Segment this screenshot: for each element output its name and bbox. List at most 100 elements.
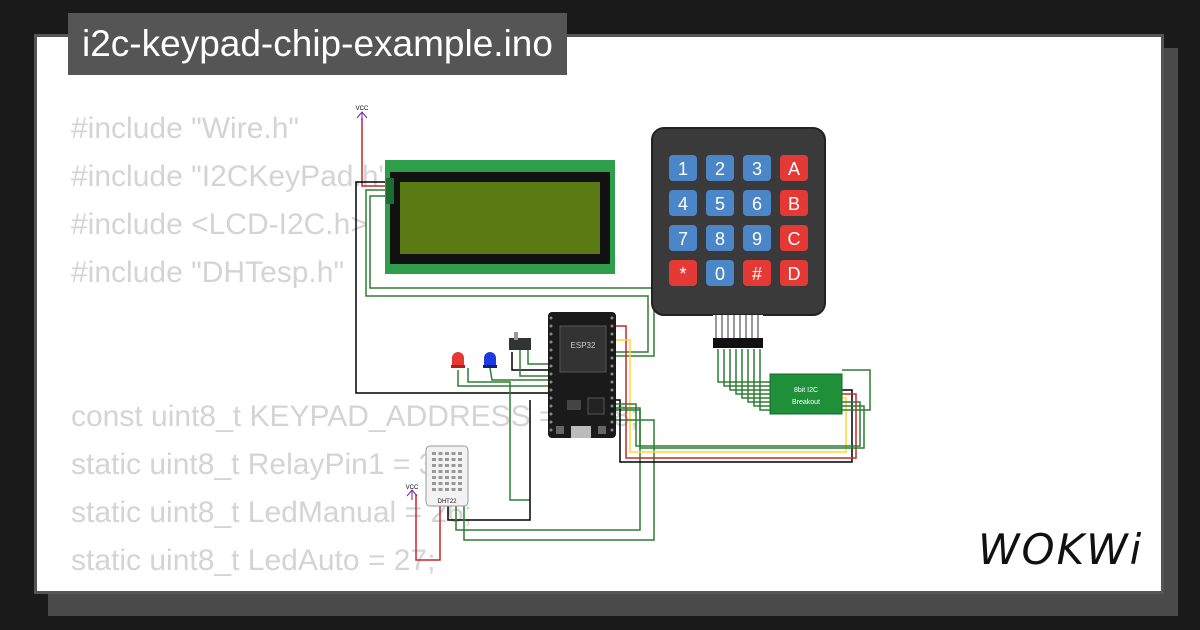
esp32-pin: [610, 420, 614, 424]
wires: [355, 118, 871, 561]
boot-button[interactable]: [556, 426, 564, 434]
keypad-key-1[interactable]: 1: [669, 155, 697, 181]
breakout-label-1: 8bit I2C: [794, 387, 818, 394]
esp32-pin: [610, 412, 614, 416]
code-line: #include <LCD-I2C.h>: [71, 208, 368, 241]
code-line: #include "I2CKeyPad.h": [71, 160, 390, 193]
keypad-key-4[interactable]: 4: [669, 190, 697, 216]
slide-switch[interactable]: [509, 332, 531, 350]
esp32-pin: [549, 316, 553, 320]
lcd-i2c-pins: [386, 178, 394, 204]
dht-vent: [445, 482, 449, 485]
breakout-label-2: Breakout: [792, 399, 820, 406]
dht-vent: [451, 488, 456, 491]
dht-vent: [445, 458, 449, 461]
dht-vent: [451, 458, 456, 461]
blue-led[interactable]: [483, 352, 497, 368]
esp32-pin: [549, 324, 553, 328]
code-line: static uint8_t LedManual = 26;: [71, 496, 473, 529]
dht-vent: [432, 482, 436, 485]
dht-vent: [445, 464, 449, 467]
keypad-key-9[interactable]: 9: [743, 225, 771, 251]
code-line: #include "DHTesp.h": [71, 256, 345, 289]
keypad-key-2[interactable]: 2: [706, 155, 734, 181]
keypad-key-3[interactable]: 3: [743, 155, 771, 181]
esp32-pin: [549, 396, 553, 400]
dht-label: DHT22: [437, 499, 457, 505]
red-led[interactable]: [451, 352, 465, 368]
esp32-pin: [549, 364, 553, 368]
esp32-pin: [610, 332, 614, 336]
keypad-key-A[interactable]: A: [780, 155, 808, 181]
key-label: 6: [752, 194, 762, 214]
keypad-key-B[interactable]: B: [780, 190, 808, 216]
key-label: 0: [715, 264, 725, 284]
dht-vent: [432, 464, 436, 467]
dht-vent: [438, 452, 443, 455]
dht-vent: [458, 476, 462, 479]
key-label: 3: [752, 159, 762, 179]
esp32-label: ESP32: [571, 341, 596, 350]
key-label: A: [788, 159, 800, 179]
key-label: 4: [678, 194, 688, 214]
dht-vent: [445, 470, 449, 473]
esp32-pin: [549, 372, 553, 376]
keypad-key-7[interactable]: 7: [669, 225, 697, 251]
vcc-label: VCC: [406, 485, 419, 491]
esp32-pin: [610, 380, 614, 384]
dht-vent: [451, 476, 456, 479]
dht-vent: [445, 476, 449, 479]
dht-vent: [458, 464, 462, 467]
dht-vent: [432, 488, 436, 491]
esp32-pin: [549, 380, 553, 384]
dht-vent: [438, 476, 443, 479]
esp32-board[interactable]: ESP32: [548, 312, 616, 438]
dht-vent: [451, 470, 456, 473]
esp32-pin: [549, 420, 553, 424]
esp32-pin: [610, 388, 614, 392]
reset-button[interactable]: [598, 426, 606, 434]
dht-vent: [432, 470, 436, 473]
vcc-label: VCC: [356, 106, 369, 112]
key-label: *: [679, 264, 686, 284]
code-line: #include "Wire.h": [71, 112, 300, 145]
key-label: 9: [752, 229, 762, 249]
sketch-title: i2c-keypad-chip-example.ino: [68, 13, 567, 75]
dht-vent: [438, 470, 443, 473]
dht-vent: [432, 452, 436, 455]
keypad-key-*[interactable]: *: [669, 260, 697, 286]
dht-vent: [451, 482, 456, 485]
dht-vent: [438, 488, 443, 491]
dht-vent: [445, 452, 449, 455]
keypad-key-5[interactable]: 5: [706, 190, 734, 216]
keypad-pins: [715, 315, 759, 338]
vcc-symbol: VCC: [356, 106, 369, 122]
i2c-breakout[interactable]: 8bit I2C Breakout: [769, 373, 843, 415]
esp32-chip: [567, 400, 581, 410]
esp32-pin: [610, 396, 614, 400]
keypad-key-8[interactable]: 8: [706, 225, 734, 251]
dht-vent: [432, 458, 436, 461]
esp32-pin: [610, 404, 614, 408]
keypad-key-0[interactable]: 0: [706, 260, 734, 286]
esp32-pin: [549, 332, 553, 336]
esp32-pin: [610, 372, 614, 376]
esp32-pin: [610, 364, 614, 368]
lcd-display[interactable]: [385, 160, 615, 274]
dht-vent: [451, 464, 456, 467]
key-label: 5: [715, 194, 725, 214]
keypad-key-#[interactable]: #: [743, 260, 771, 286]
keypad-key-D[interactable]: D: [780, 260, 808, 286]
keypad-key-C[interactable]: C: [780, 225, 808, 251]
esp32-pins: [549, 316, 614, 432]
keypad-connector: [713, 338, 763, 348]
keypad-key-6[interactable]: 6: [743, 190, 771, 216]
esp32-pin: [549, 388, 553, 392]
key-label: #: [752, 264, 762, 284]
key-label: 1: [678, 159, 688, 179]
dht-vent: [458, 488, 462, 491]
key-label: C: [788, 229, 801, 249]
esp32-pin: [610, 428, 614, 432]
esp32-pin: [610, 324, 614, 328]
